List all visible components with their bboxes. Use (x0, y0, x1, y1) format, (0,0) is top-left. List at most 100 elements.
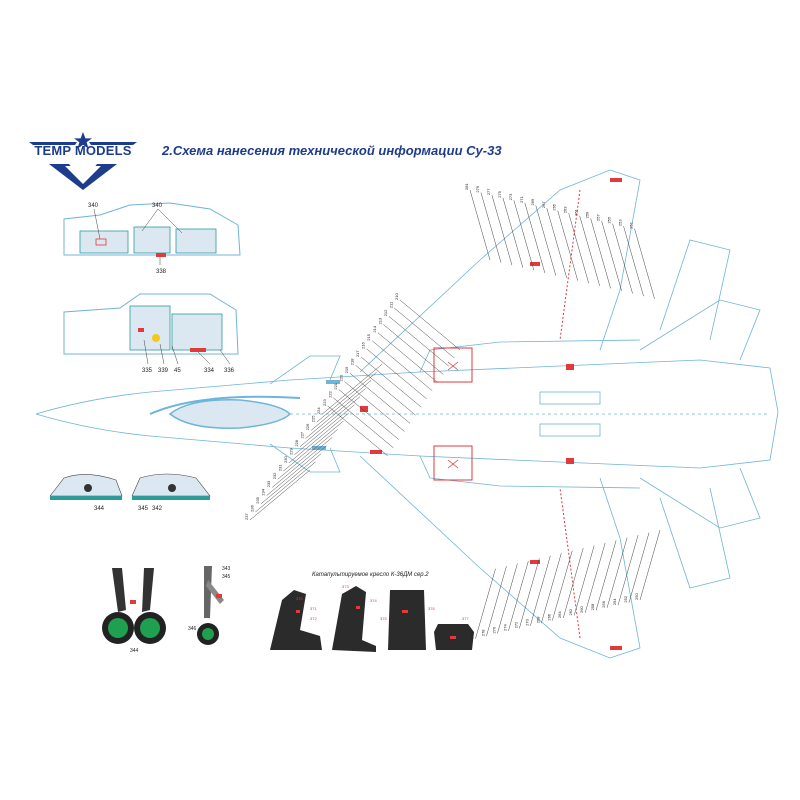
callout: 340 (88, 203, 99, 209)
page-title: 2.Схема нанесения технической информации… (162, 143, 502, 158)
logo-m-inner (65, 166, 101, 184)
leader-line (475, 568, 496, 639)
leader-line (486, 566, 507, 637)
leader-line (327, 405, 388, 457)
leader-line (491, 195, 513, 266)
seat-stencil (402, 610, 408, 613)
leader-line (299, 396, 361, 447)
nose-wheel-hub (202, 628, 214, 640)
leader-line (157, 208, 183, 234)
leader-line (612, 223, 633, 294)
stencil-red-mark (610, 178, 622, 182)
cockpit-upper-panel-mid (133, 226, 171, 254)
callout: 219 (344, 366, 349, 373)
callout: 224 (316, 407, 321, 414)
seat-stencil (296, 610, 300, 613)
cockpit-lower-stencil (190, 348, 206, 352)
callout: 374 (370, 598, 377, 603)
callout: 262 (568, 608, 573, 615)
fin-lower (659, 487, 731, 589)
canopy-right-frame (132, 496, 210, 500)
callout: 45 (174, 368, 181, 374)
leader-line (349, 373, 411, 424)
callout: 213 (377, 317, 382, 324)
stencil-block (539, 423, 601, 437)
leader-line (568, 213, 589, 284)
leader-line (338, 389, 400, 440)
callout: 275 (497, 190, 502, 197)
callout: 373 (342, 584, 349, 589)
leader-line (260, 453, 322, 504)
airframe-outline (35, 169, 779, 659)
landing-gear-details: 343 345 346 344 (102, 566, 231, 654)
cockpit-lower-gauge (152, 334, 160, 342)
nose-gear-strut (204, 566, 212, 618)
panel-stencil-mark (447, 361, 459, 371)
callout: 335 (142, 368, 153, 374)
stencil-red-mark (566, 364, 574, 370)
callout: 265 (552, 203, 557, 210)
wing-lower (359, 455, 641, 659)
canard-lower (269, 443, 341, 473)
panel-stencil-mark (447, 459, 459, 469)
leader-line (272, 437, 333, 488)
leader-line (288, 412, 350, 464)
callout: 211 (388, 301, 393, 308)
leader-line (513, 200, 535, 271)
logo-text: TEMP MODELS (34, 143, 132, 158)
canopy-mechanism (84, 484, 92, 492)
callout: 234 (261, 488, 266, 495)
callout: 334 (204, 368, 215, 374)
seat-stencil (356, 606, 360, 609)
callout: 280 (469, 631, 474, 638)
callout: 269 (530, 198, 535, 205)
leader-line (141, 208, 159, 232)
leader-line (366, 348, 427, 400)
leader-line (519, 558, 540, 629)
main-gear-strut (112, 568, 126, 612)
stencil-red-mark (530, 262, 540, 266)
panel-stencil-upper (433, 347, 473, 383)
leader-line (399, 299, 461, 351)
leader-line (541, 553, 562, 624)
callout: 344 (130, 648, 139, 654)
callout: 271 (519, 195, 524, 202)
cockpit-canopy (168, 399, 292, 429)
leader-line (333, 397, 394, 448)
callout: 340 (152, 203, 163, 209)
ejection-seat-details: 370 371 372 373 374 375 376 377 (270, 584, 474, 652)
cockpit-upper-panel-left (79, 230, 129, 254)
cockpit-lower-panel (129, 305, 171, 351)
leader-line (159, 343, 165, 365)
callout: 336 (224, 368, 235, 374)
callout: 270 (524, 618, 529, 625)
logo-m-emblem (49, 164, 117, 190)
leader-line (508, 560, 529, 632)
callout: 370 (296, 596, 303, 601)
callout: 260 (579, 605, 584, 612)
fuselage-lower (35, 411, 779, 469)
callout: 276 (491, 626, 496, 633)
callout: 231 (277, 464, 282, 471)
callout: 232 (272, 472, 277, 479)
logo-left-wing (29, 142, 77, 145)
callout: 277 (486, 188, 491, 195)
panel-stencil-lower (433, 445, 473, 481)
leader-line (255, 461, 316, 513)
callout: 279 (475, 185, 480, 192)
callout: 218 (350, 358, 355, 365)
leader-line (377, 332, 438, 383)
leader-line (266, 445, 327, 496)
leader-line (606, 537, 628, 608)
leader-line (552, 550, 573, 621)
seat-side-view (332, 586, 376, 652)
leader-line (524, 202, 546, 273)
leader-line (219, 349, 231, 365)
callout: 339 (158, 368, 169, 374)
leader-line (590, 218, 611, 289)
callout: 227 (300, 431, 305, 438)
callout: 256 (601, 600, 606, 607)
callout: 376 (428, 606, 435, 611)
wing-upper (359, 169, 641, 373)
callout: 237 (244, 513, 249, 520)
